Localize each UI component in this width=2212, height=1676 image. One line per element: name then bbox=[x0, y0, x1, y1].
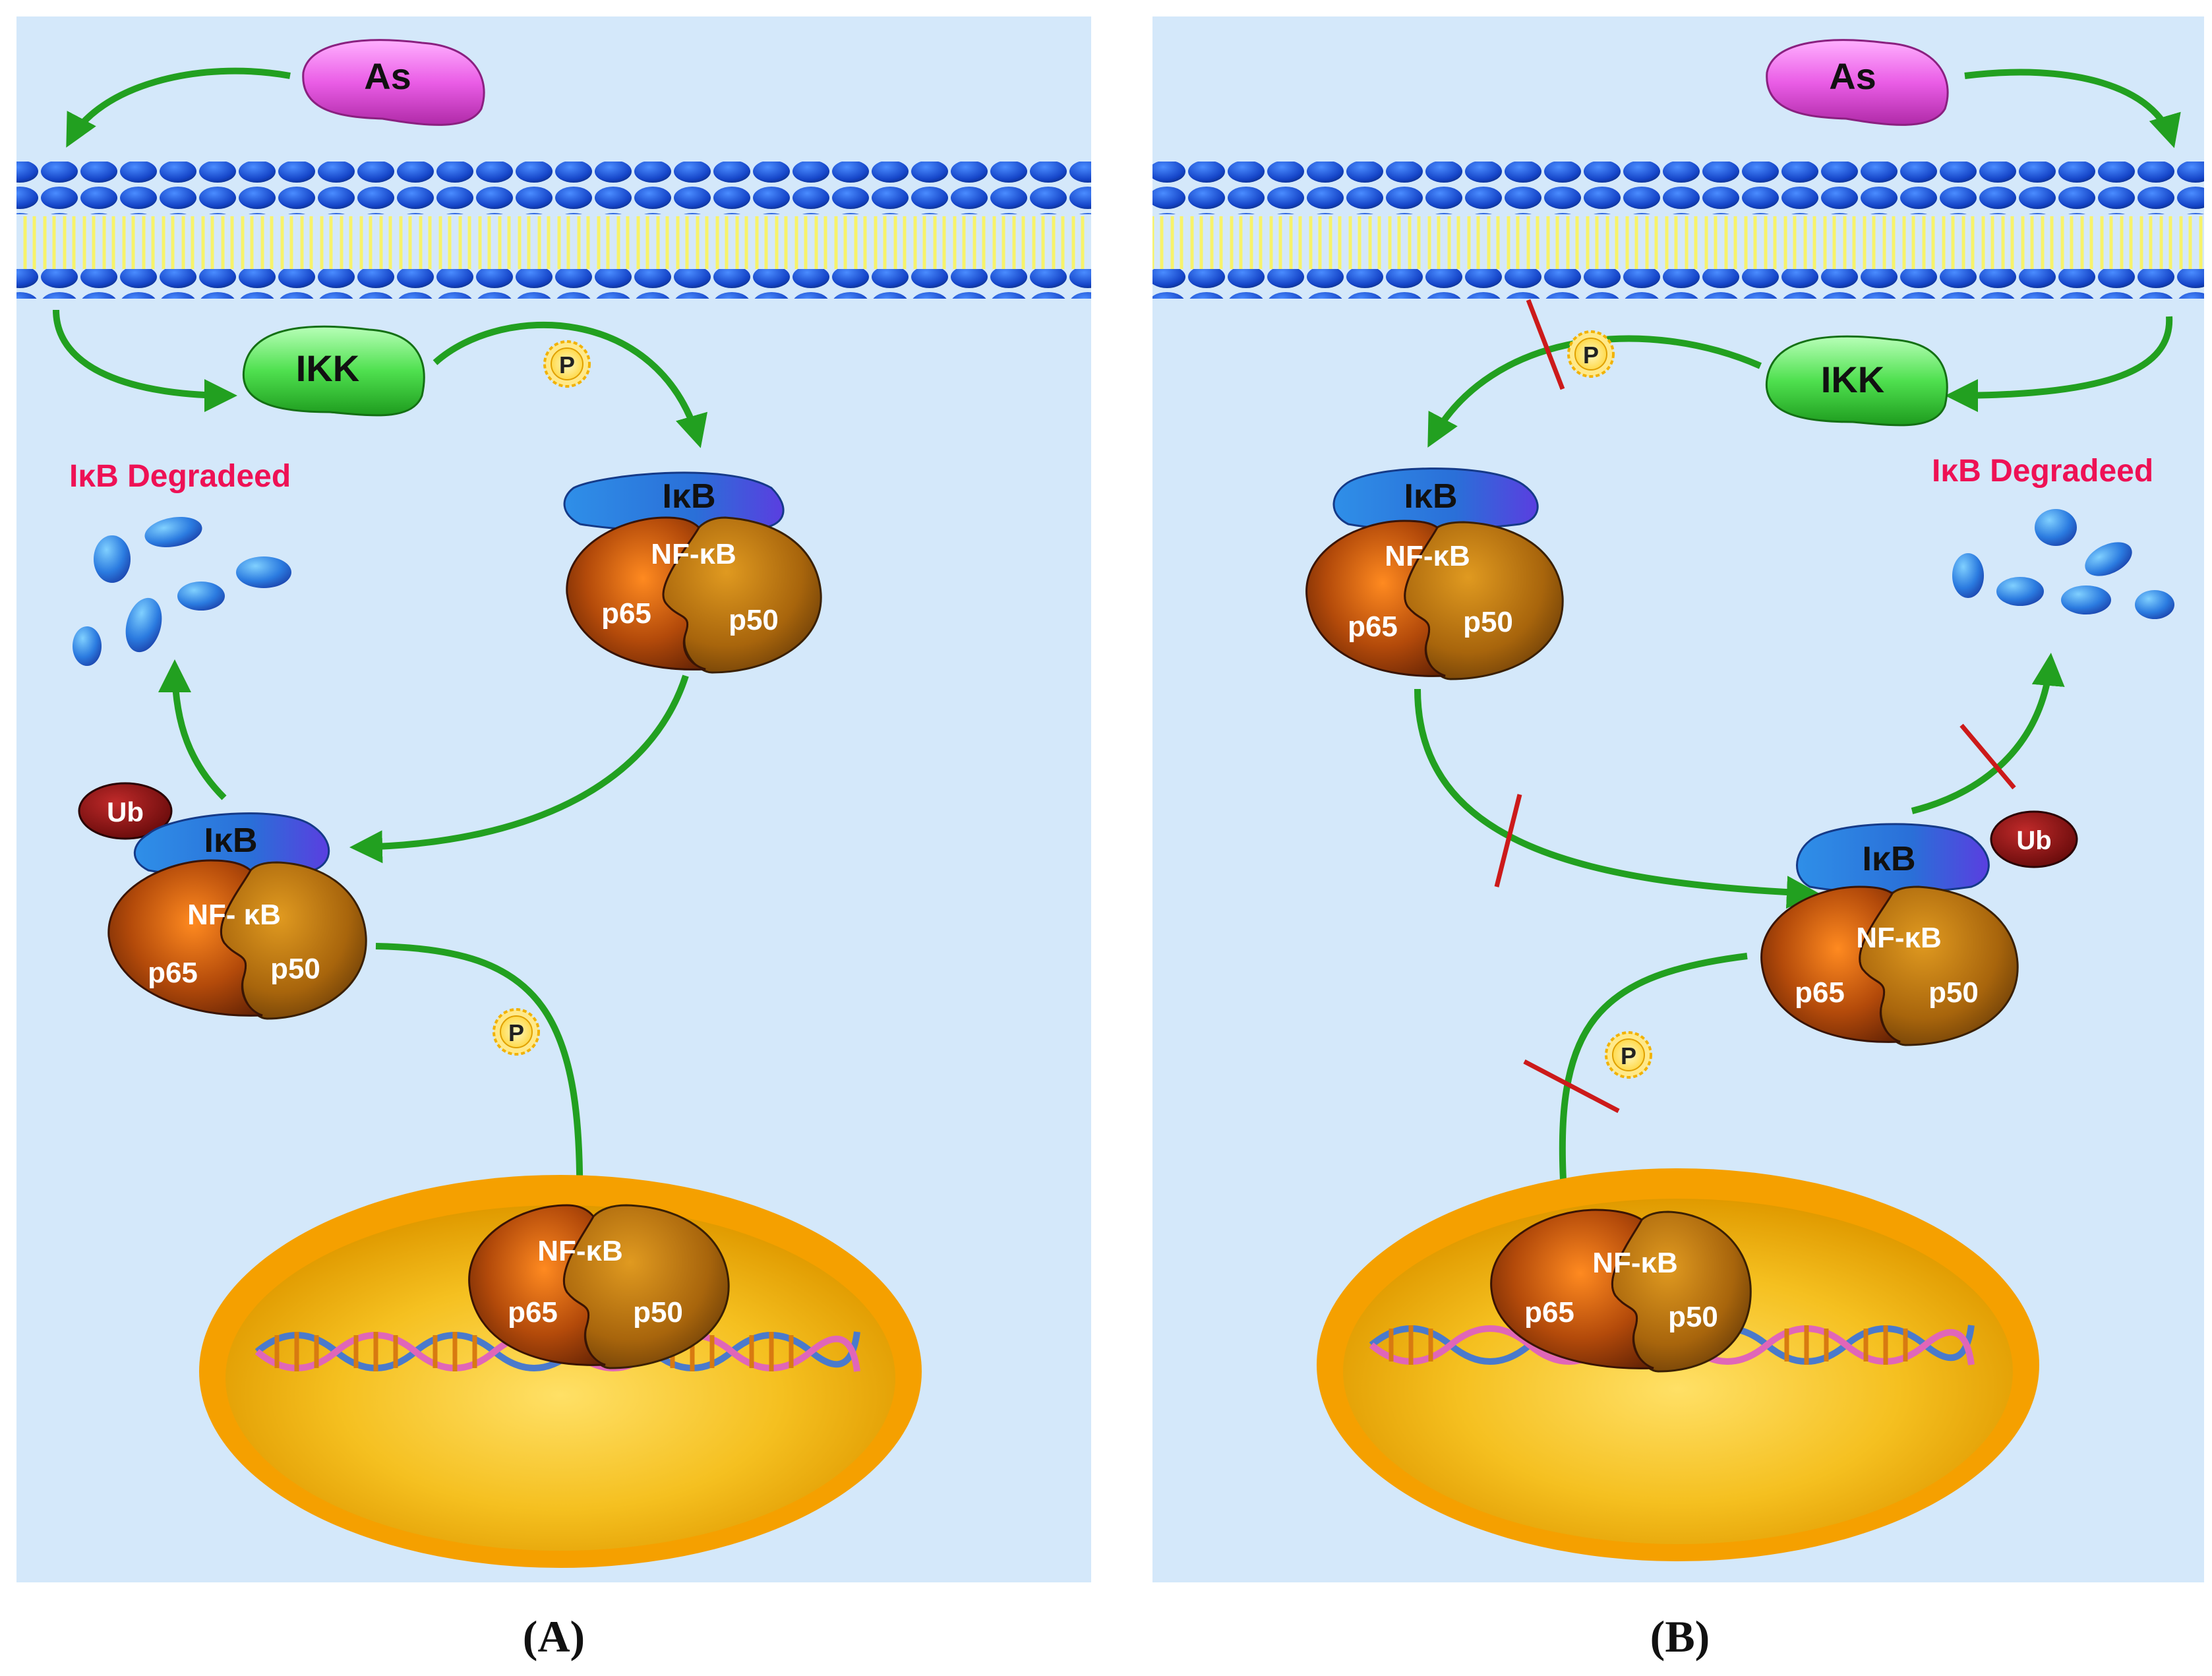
panel-a-caption-letter: A bbox=[537, 1611, 570, 1661]
svg-text:(B): (B) bbox=[1650, 1611, 1710, 1661]
panel-b-block-marks bbox=[1494, 299, 2016, 1114]
panel-b-phospho-lower-label: P bbox=[1621, 1042, 1636, 1069]
arrow-to-nucleus bbox=[375, 943, 597, 1240]
arrow-complex-to-ub-complex-b bbox=[1414, 688, 1820, 909]
block-mark-nuclear bbox=[1523, 1059, 1620, 1114]
panel-a-mid-nfkb-label: NF- κB bbox=[187, 899, 281, 931]
panel-b-caption-letter: B bbox=[1665, 1611, 1694, 1661]
panel-a-phospho-lower: P bbox=[493, 1008, 540, 1056]
panel-b-nuc-p65-label: p65 bbox=[1524, 1296, 1574, 1329]
panel-a-ikk-label: IKK bbox=[296, 347, 359, 389]
panel-a-ikk-protein: IKK bbox=[242, 325, 425, 417]
panel-b-degraded-fragments bbox=[1952, 509, 2174, 619]
panel-a-nuc-p50-label: p50 bbox=[633, 1296, 683, 1329]
panel-b-nfkb-nuclear: NF-κB p65 p50 bbox=[1490, 1209, 1752, 1373]
panel-a-arrows bbox=[53, 67, 708, 1240]
panel-b-as-protein: As bbox=[1766, 39, 1949, 126]
panel-a-as-protein: As bbox=[302, 39, 485, 126]
arrow-ikk-to-ikb-complex bbox=[433, 321, 708, 448]
panel-a-ikb-nfkb-complex-top: IκB NF-κB p65 p50 bbox=[563, 471, 822, 674]
panel-a-top-p65-label: p65 bbox=[601, 597, 651, 630]
panel-b: As P IKK IκB Degra bbox=[1152, 16, 2204, 1582]
panel-a-mid-ikb-label: IκB bbox=[204, 822, 258, 860]
panel-b-nuc-nfkb-label: NF-κB bbox=[1592, 1247, 1678, 1279]
arrow-to-nucleus-b bbox=[1547, 953, 1748, 1226]
arrow-as-to-membrane-b bbox=[1964, 69, 2181, 148]
panel-b-mid-nfkb-label: NF-κB bbox=[1856, 922, 1942, 954]
panel-b-ub: Ub bbox=[1990, 810, 2078, 868]
panel-b-arrows bbox=[1414, 69, 2181, 1226]
block-mark-translocation bbox=[1494, 794, 1522, 887]
panel-b-membrane bbox=[1152, 162, 2204, 299]
panel-a-phospho-lower-label: P bbox=[508, 1019, 524, 1046]
panel-b-ikk-protein: IKK bbox=[1765, 335, 1948, 427]
panel-a-nuc-nfkb-label: NF-κB bbox=[537, 1235, 623, 1267]
arrow-membrane-to-ikk-b bbox=[1945, 316, 2173, 412]
panel-a-nfkb-nuclear: NF-κB p65 p50 bbox=[468, 1204, 730, 1369]
panel-b-as-label: As bbox=[1829, 55, 1876, 97]
panel-a-ub-label: Ub bbox=[107, 796, 144, 827]
panel-b-mid-p50-label: p50 bbox=[1928, 976, 1979, 1009]
panel-a-membrane bbox=[16, 162, 1091, 299]
panel-b-ikb-nfkb-complex-top: IκB NF-κB p65 p50 bbox=[1305, 467, 1564, 680]
svg-text:(A): (A) bbox=[523, 1611, 585, 1661]
arrow-to-degraded-b bbox=[1911, 653, 2065, 814]
panel-b-phospho-lower: P bbox=[1605, 1031, 1652, 1079]
block-mark-phospho bbox=[1526, 299, 1565, 390]
arrow-complex-to-ub-complex bbox=[349, 674, 689, 864]
panel-b-top-nfkb-label: NF-κB bbox=[1385, 540, 1470, 572]
panel-a-phospho-top: P bbox=[543, 340, 591, 388]
panel-b-phospho-top: P bbox=[1567, 330, 1615, 378]
arrow-membrane-to-ikk bbox=[53, 309, 237, 412]
panel-b-phospho-top-label: P bbox=[1583, 342, 1599, 369]
arrow-to-degraded bbox=[158, 659, 227, 800]
panel-b-ikk-label: IKK bbox=[1821, 359, 1884, 400]
panel-b-mid-p65-label: p65 bbox=[1795, 976, 1845, 1009]
panel-a-top-p50-label: p50 bbox=[729, 604, 779, 636]
arrow-as-to-membrane bbox=[66, 67, 291, 148]
panel-a: As IKK P IκB Degradeed bbox=[16, 16, 1091, 1582]
panel-b-ub-label: Ub bbox=[2016, 826, 2051, 855]
panel-a-nuc-p65-label: p65 bbox=[508, 1296, 558, 1329]
panel-b-ikb-nfkb-complex-ub: IκB NF-κB p65 p50 bbox=[1760, 823, 2019, 1046]
panel-b-top-p50-label: p50 bbox=[1463, 606, 1513, 638]
panel-a-ikb-nfkb-complex-ub: IκB NF- κB p65 p50 bbox=[107, 812, 367, 1020]
panel-a-degraded-label: IκB Degradeed bbox=[69, 459, 291, 494]
panel-b-caption: (B) bbox=[1650, 1611, 1710, 1661]
panel-b-top-p65-label: p65 bbox=[1348, 611, 1398, 643]
panel-b-degraded-label: IκB Degradeed bbox=[1932, 454, 2153, 489]
panel-b-mid-ikb-label: IκB bbox=[1863, 840, 1916, 878]
panel-a-top-ikb-label: IκB bbox=[663, 477, 716, 516]
block-mark-degradation bbox=[1959, 723, 2016, 790]
panel-a-ub: Ub bbox=[78, 782, 173, 840]
panel-a-caption: (A) bbox=[523, 1611, 585, 1661]
panel-a-degraded-fragments bbox=[73, 517, 291, 666]
panel-a-phospho-top-label: P bbox=[559, 351, 575, 378]
panel-b-nuc-p50-label: p50 bbox=[1668, 1301, 1718, 1333]
panel-a-mid-p65-label: p65 bbox=[148, 957, 198, 989]
panel-a-mid-p50-label: p50 bbox=[270, 953, 320, 985]
panel-a-top-nfkb-label: NF-κB bbox=[651, 538, 736, 570]
panel-b-top-ikb-label: IκB bbox=[1404, 477, 1458, 516]
panel-a-as-label: As bbox=[364, 55, 411, 97]
